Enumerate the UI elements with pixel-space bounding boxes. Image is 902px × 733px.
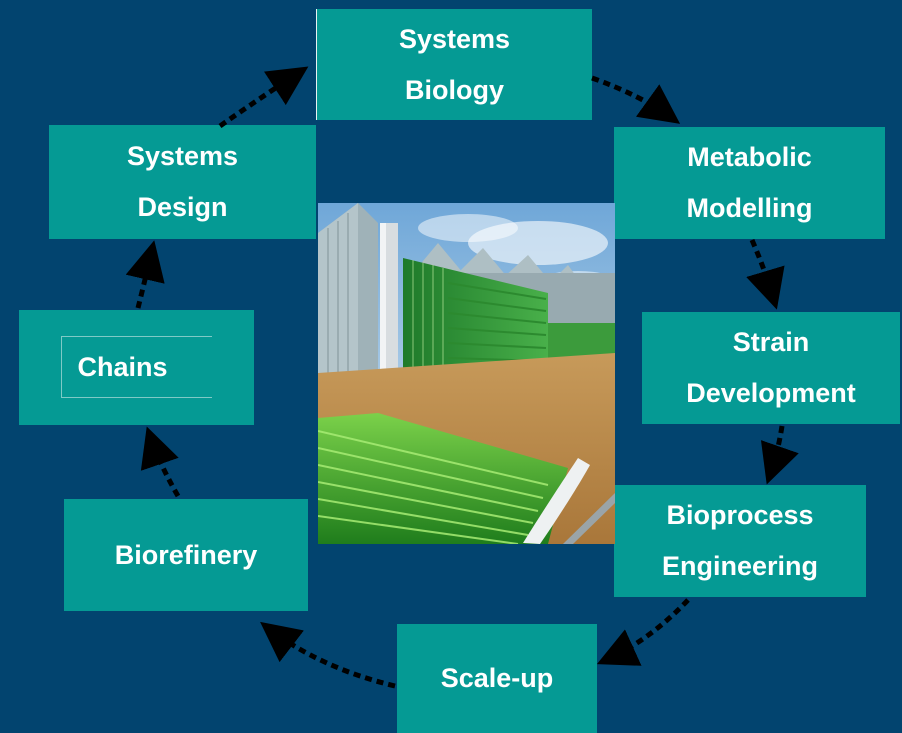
node-label-line2: Design <box>137 192 228 222</box>
node-label-line1: Metabolic <box>687 142 812 172</box>
arrow-chains-to-design <box>125 240 165 309</box>
node-label: Scale-up <box>440 663 554 693</box>
node-chains: Chains <box>19 310 254 425</box>
node-systems-design: Systems Design <box>49 125 316 239</box>
node-label-line1: Bioprocess <box>666 500 814 530</box>
node-biorefinery: Biorefinery <box>64 499 308 611</box>
node-label: Chains <box>77 352 168 382</box>
chains-inner-frame <box>61 336 212 398</box>
arrow-strain-to-bioprocess <box>760 425 799 485</box>
node-label-line1: Systems <box>126 141 239 171</box>
arrow-biology-to-metabolic <box>591 75 681 124</box>
arrow-biorefinery-to-chains <box>140 426 181 498</box>
node-label-line1: Strain <box>732 327 810 357</box>
photobioreactor-image <box>318 203 615 544</box>
arrow-bioprocess-to-scaleup <box>596 598 690 666</box>
node-label-line2: Engineering <box>661 551 818 581</box>
node-strain-development: Strain Development <box>642 312 900 424</box>
arrow-scaleup-to-biorefinery <box>260 621 396 689</box>
node-bioprocess-engineering: Bioprocess Engineering <box>614 485 866 597</box>
arrow-design-to-biology <box>218 66 309 129</box>
node-systems-biology: Systems Biology <box>316 9 592 120</box>
node-scale-up: Scale-up <box>397 624 597 733</box>
node-label-line2: Modelling <box>686 193 813 223</box>
node-label: Biorefinery <box>114 539 258 570</box>
node-label-line2: Development <box>686 378 856 408</box>
node-metabolic-modelling: Metabolic Modelling <box>614 127 885 239</box>
arrow-metabolic-to-strain <box>746 239 785 310</box>
node-label-line1: Systems <box>398 23 511 54</box>
node-label-line2: Biology <box>405 74 504 105</box>
